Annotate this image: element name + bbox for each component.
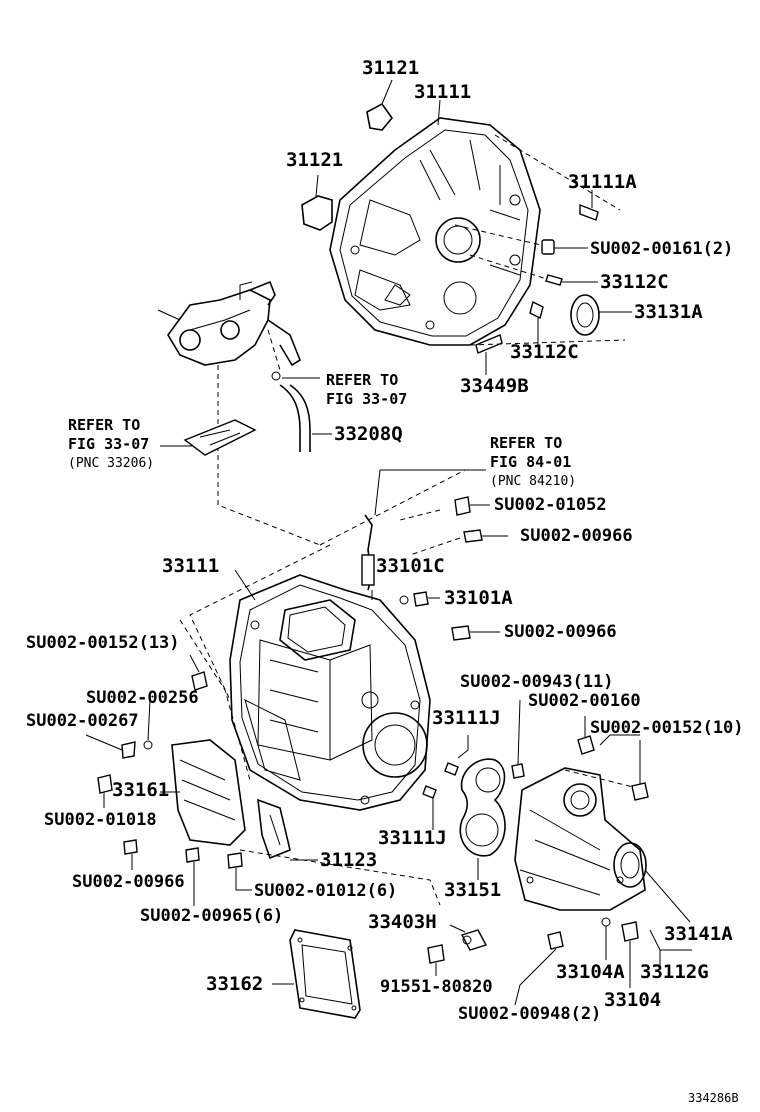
extension-housing-drawing: [514, 767, 646, 911]
reference-line-2: FIG 33-07: [326, 390, 408, 408]
part-label-33208Q[interactable]: 33208Q: [334, 423, 403, 445]
plug-31121-top: [366, 102, 394, 131]
part-label-33112G[interactable]: 33112G: [640, 961, 709, 983]
part-label-33151[interactable]: 33151: [444, 879, 502, 901]
part-label-33112C-a[interactable]: 33112C: [600, 271, 669, 293]
part-label-SU002-01012[interactable]: SU002-01012(6): [254, 881, 398, 901]
clutch-housing-drawing: [329, 117, 541, 346]
part-label-91551-80820[interactable]: 91551-80820: [380, 977, 493, 997]
part-label-SU002-00152-10[interactable]: SU002-00152(10): [590, 718, 744, 738]
part-label-31111A[interactable]: 31111A: [568, 171, 637, 193]
part-label-SU002-00966-c[interactable]: SU002-00966: [72, 872, 185, 892]
part-label-31111-top[interactable]: 31111: [414, 81, 472, 103]
part-label-33449B[interactable]: 33449B: [460, 375, 529, 397]
part-label-31121-top[interactable]: 31121: [362, 57, 420, 79]
part-label-SU002-00966-b[interactable]: SU002-00966: [504, 622, 617, 642]
reference-fig-33-07-right[interactable]: REFER TO FIG 33-07: [326, 371, 407, 409]
reference-line-1: REFER TO: [490, 434, 563, 452]
part-label-33162[interactable]: 33162: [206, 973, 264, 995]
part-label-31121-left[interactable]: 31121: [286, 149, 344, 171]
part-label-SU002-00256[interactable]: SU002-00256: [86, 688, 199, 708]
part-label-SU002-00948[interactable]: SU002-00948(2): [458, 1004, 602, 1024]
shift-linkage-drawing: [157, 280, 301, 367]
reference-line-1: REFER TO: [326, 371, 399, 389]
part-label-SU002-00267[interactable]: SU002-00267: [26, 711, 139, 731]
part-label-33161[interactable]: 33161: [112, 779, 170, 801]
part-label-33101A[interactable]: 33101A: [444, 587, 513, 609]
part-label-SU002-01052[interactable]: SU002-01052: [494, 495, 607, 515]
reference-pnc: (PNC 33206): [68, 456, 155, 471]
part-label-33141A[interactable]: 33141A: [664, 923, 733, 945]
part-label-SU002-00966-a[interactable]: SU002-00966: [520, 526, 633, 546]
reference-line-1: REFER TO: [68, 416, 141, 434]
reference-line-2: FIG 84-01: [490, 453, 572, 471]
part-label-33131A[interactable]: 33131A: [634, 301, 703, 323]
part-label-SU002-00152-13[interactable]: SU002-00152(13): [26, 633, 180, 653]
part-label-33111J-b[interactable]: 33111J: [378, 827, 447, 849]
transmission-case-drawing: [229, 574, 431, 811]
part-label-SU002-00161[interactable]: SU002-00161(2): [590, 239, 734, 259]
reference-pnc: (PNC 84210): [490, 474, 577, 489]
part-label-33111J-a[interactable]: 33111J: [432, 707, 501, 729]
plug-31121-left: [301, 195, 333, 231]
part-label-SU002-00160[interactable]: SU002-00160: [528, 691, 641, 711]
part-label-SU002-00943[interactable]: SU002-00943(11): [460, 672, 614, 692]
part-label-33111-mid[interactable]: 33111: [162, 555, 220, 577]
part-label-33104A[interactable]: 33104A: [556, 961, 625, 983]
part-label-SU002-00965[interactable]: SU002-00965(6): [140, 906, 284, 926]
reference-line-2: FIG 33-07: [68, 435, 150, 453]
diagram-id: 334286B: [688, 1091, 739, 1105]
part-label-33403H[interactable]: 33403H: [368, 911, 437, 933]
part-label-33112C-b[interactable]: 33112C: [510, 341, 579, 363]
part-label-33101C[interactable]: 33101C: [376, 555, 445, 577]
part-label-SU002-01018[interactable]: SU002-01018: [44, 810, 157, 830]
part-label-33104[interactable]: 33104: [604, 989, 662, 1011]
reference-fig-33-07-left[interactable]: REFER TO FIG 33-07 (PNC 33206): [68, 416, 154, 473]
part-label-31123[interactable]: 31123: [320, 849, 378, 871]
reference-fig-84-01[interactable]: REFER TO FIG 84-01 (PNC 84210): [490, 434, 576, 491]
